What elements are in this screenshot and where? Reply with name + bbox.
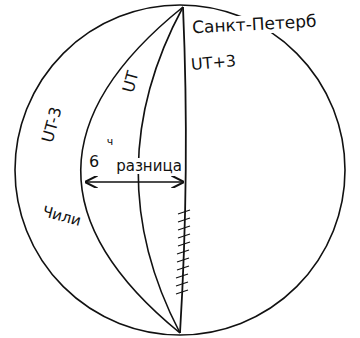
globe-outline: [15, 5, 345, 335]
unit-label: ч: [105, 136, 116, 148]
difference-label: разница: [114, 158, 184, 175]
meridian: [81, 7, 183, 333]
country-label: Чили: [39, 202, 85, 229]
hatching: [176, 210, 190, 294]
city-label: Санкт-Петерб: [189, 11, 318, 36]
zone-label: UT-3: [38, 103, 65, 146]
difference-number: 6: [87, 153, 101, 171]
zone-label: UT: [119, 67, 143, 96]
difference-arrow: [86, 181, 183, 183]
zone-label: UT+3: [189, 52, 239, 74]
